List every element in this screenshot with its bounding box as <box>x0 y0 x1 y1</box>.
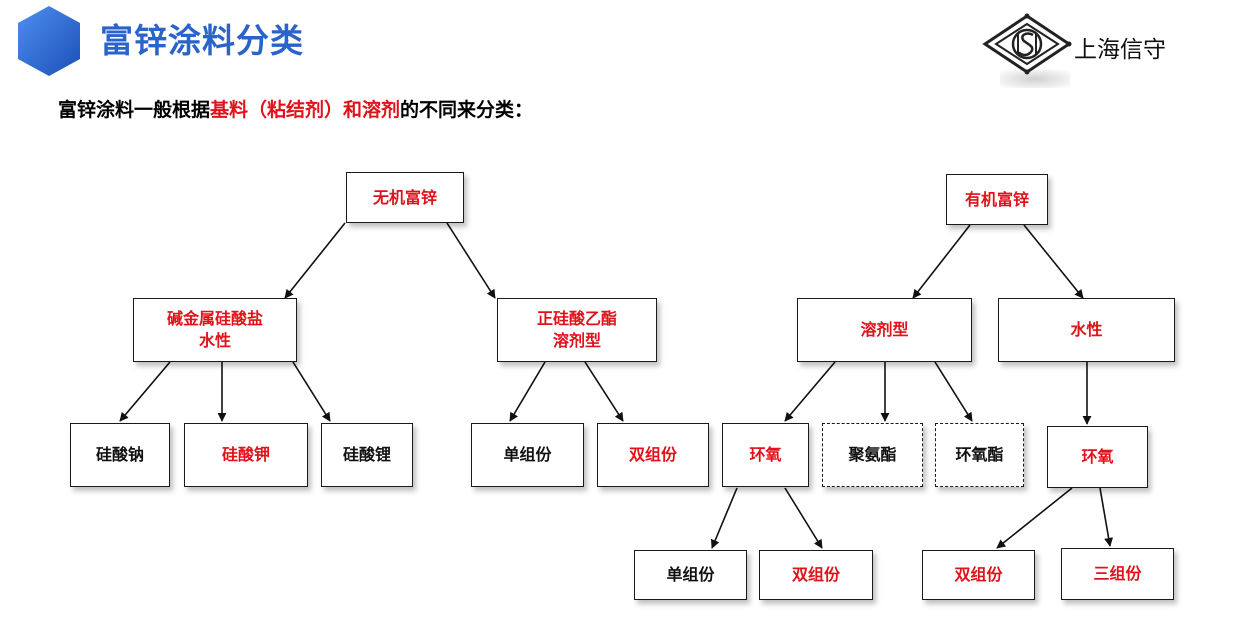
node-solvent-epoxy-double: 双组份 <box>759 550 873 600</box>
node-label: 单组份 <box>666 565 715 584</box>
logo-shadow <box>1000 70 1070 88</box>
arrow-water-epoxy-triple <box>1099 487 1114 547</box>
node-label: 单组份 <box>503 445 552 464</box>
arrow-water-epoxy-double <box>996 487 1073 549</box>
node-water-epoxy-triple: 三组份 <box>1061 548 1174 600</box>
node-organic-zinc: 有机富锌 <box>946 174 1048 225</box>
node-label: 双组份 <box>628 445 677 464</box>
node-water-epoxy: 环氧 <box>1047 426 1148 488</box>
subtitle: 富锌涂料一般根据基料（粘结剂）和溶剂的不同来分类： <box>58 95 533 122</box>
node-solvent-type: 溶剂型 <box>797 298 972 362</box>
node-label: 环氧 <box>1081 447 1114 466</box>
node-lithium-silicate: 硅酸锂 <box>321 423 413 487</box>
node-ethyl-single-component: 单组份 <box>471 423 584 487</box>
node-ethyl-double-component: 双组份 <box>597 423 709 487</box>
node-polyurethane: 聚氨酯 <box>822 423 923 487</box>
node-water-type: 水性 <box>998 298 1175 362</box>
node-ethyl-silicate: 正硅酸乙酯 溶剂型 <box>497 298 657 362</box>
node-label-line2: 溶剂型 <box>552 331 601 350</box>
node-sodium-silicate: 硅酸钠 <box>70 423 170 487</box>
node-label: 三组份 <box>1093 564 1142 583</box>
node-label: 双组份 <box>954 565 1003 584</box>
arrow-solvent-epoxy <box>784 361 836 422</box>
node-label: 硅酸钠 <box>95 445 144 464</box>
node-label: 无机富锌 <box>372 187 437 207</box>
node-alkali-silicate: 碱金属硅酸盐 水性 <box>133 298 297 362</box>
node-label-line1: 碱金属硅酸盐 <box>166 309 263 328</box>
node-water-epoxy-double: 双组份 <box>922 550 1035 600</box>
arrow-epoxy-double <box>784 487 823 549</box>
node-label-line1: 正硅酸乙酯 <box>536 309 617 328</box>
company-logo-icon <box>982 13 1072 75</box>
node-solvent-epoxy-single: 单组份 <box>634 550 747 600</box>
arrow-ethyl-double <box>584 361 624 422</box>
arrow-organic-water <box>1023 224 1084 299</box>
node-label: 双组份 <box>791 565 840 584</box>
subtitle-highlight: 基料（粘结剂）和溶剂 <box>210 99 401 121</box>
node-label-line2: 水性 <box>198 331 231 350</box>
subtitle-prefix: 富锌涂料一般根据 <box>58 99 211 121</box>
hexagon-badge-icon <box>18 6 80 76</box>
node-label: 硅酸钾 <box>221 445 270 464</box>
node-potassium-silicate: 硅酸钾 <box>184 423 308 487</box>
node-label: 硅酸锂 <box>342 445 391 464</box>
arrow-alkali-lithium <box>292 361 331 422</box>
arrow-inorganic-ethyl <box>446 222 496 299</box>
arrow-organic-solvent <box>912 224 971 299</box>
arrow-ethyl-single <box>509 361 546 422</box>
arrow-epoxy-single <box>710 487 738 549</box>
arrow-alkali-sodium <box>119 361 171 422</box>
node-label: 环氧 <box>749 445 782 464</box>
node-label: 聚氨酯 <box>848 445 897 464</box>
node-label: 有机富锌 <box>964 189 1029 209</box>
node-label: 环氧酯 <box>955 445 1004 464</box>
arrow-solvent-epoxyester <box>934 361 973 422</box>
node-label: 溶剂型 <box>860 320 909 339</box>
page-title: 富锌涂料分类 <box>100 21 304 60</box>
node-inorganic-zinc: 无机富锌 <box>346 172 464 223</box>
node-label: 水性 <box>1070 320 1103 339</box>
subtitle-suffix: 的不同来分类： <box>400 99 534 121</box>
brand-name: 上海信守 <box>1074 37 1166 63</box>
arrow-inorganic-alkali <box>284 222 346 299</box>
node-solvent-epoxy: 环氧 <box>722 423 809 487</box>
node-epoxy-ester: 环氧酯 <box>935 423 1024 487</box>
